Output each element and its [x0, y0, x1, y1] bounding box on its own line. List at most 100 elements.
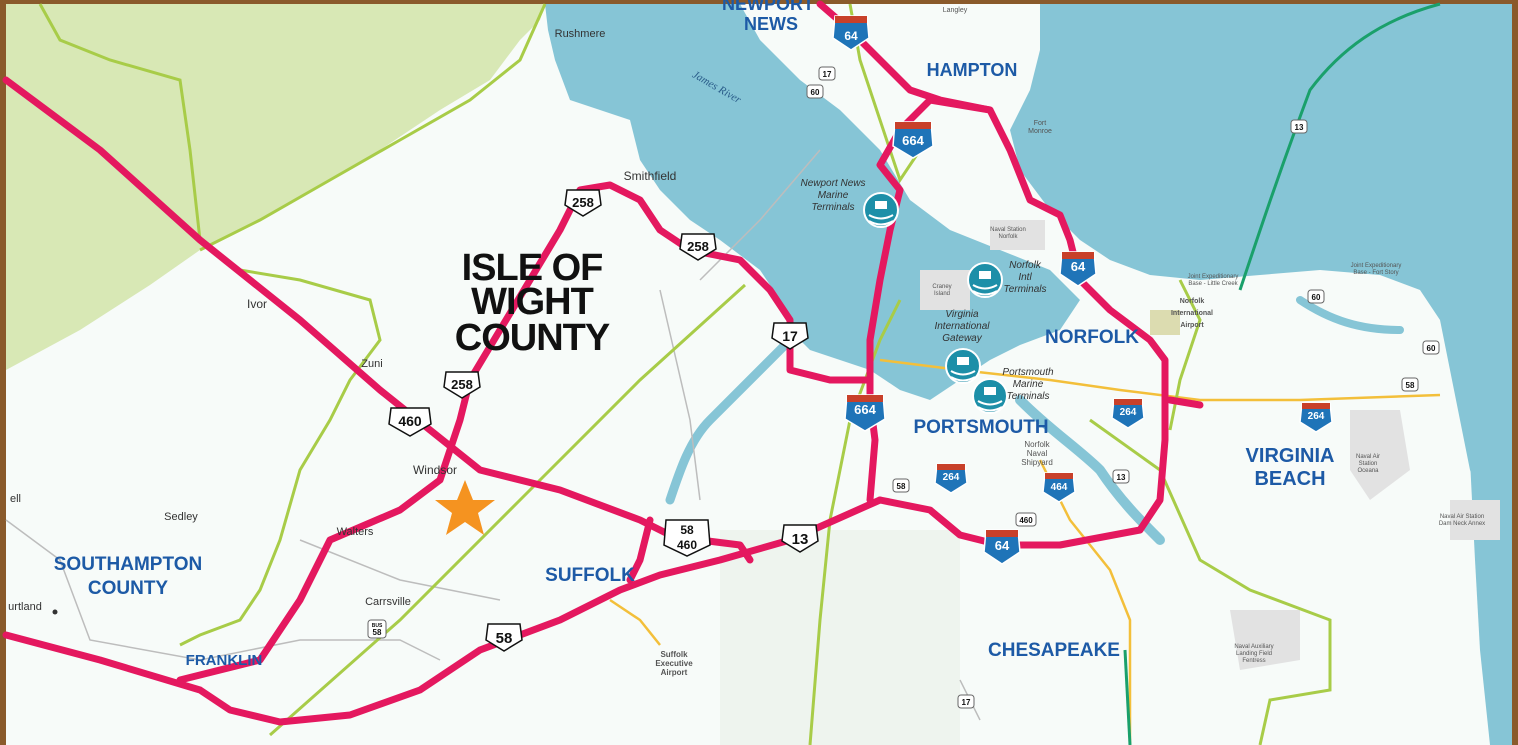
- oceana-area: [1350, 410, 1410, 500]
- svg-text:64: 64: [995, 538, 1010, 553]
- label-craney-1: Craney: [932, 284, 951, 290]
- interstate-shield-64-chesapeake: 64: [983, 529, 1021, 565]
- svg-text:258: 258: [451, 377, 473, 392]
- terminal-pmt-1: Portsmouth: [1002, 367, 1054, 378]
- sr-60-vb: 60: [1312, 293, 1321, 302]
- town-rushmere: Rushmere: [555, 28, 606, 40]
- naval-station-norfolk-area: [990, 220, 1045, 250]
- label-jeb-fort-story-2: Base - Fort Story: [1353, 270, 1398, 276]
- ship-icon: [945, 348, 981, 384]
- major-highways: [2, 0, 1204, 726]
- town-windsor: Windsor: [413, 463, 457, 477]
- svg-text:664: 664: [902, 133, 924, 148]
- label-landing-field-2: Landing Field: [1236, 651, 1272, 657]
- terminal-pmt-3: Terminals: [1007, 391, 1050, 402]
- norfolk-airport-area: [1150, 310, 1180, 335]
- sr-58-east: 58: [1406, 381, 1415, 390]
- town-walters: Walters: [337, 526, 374, 538]
- terminal-ni-2: Intl: [1018, 272, 1032, 283]
- label-norfolk-airport-3: Airport: [1180, 322, 1204, 329]
- svg-text:58: 58: [680, 523, 694, 537]
- terminal-nn-2: Marine: [818, 190, 849, 201]
- sr-60-north: 60: [811, 88, 820, 97]
- label-hampton: HAMPTON: [927, 60, 1018, 80]
- label-norfolk-airport-1: Norfolk: [1180, 298, 1205, 305]
- star-marker: [435, 480, 495, 535]
- minor-roads: [5, 149, 981, 721]
- tunnel-south: [1123, 649, 1132, 745]
- terminal-icon-norfolk-intl: [967, 262, 1003, 298]
- interstate-shield-64-norfolk: 64: [1059, 251, 1097, 287]
- chesapeake-bay-bridge-tunnel: [1238, 2, 1441, 291]
- ship-icon: [863, 192, 899, 228]
- svg-text:464: 464: [1051, 482, 1068, 493]
- terminal-icon-newport-news: [863, 192, 899, 228]
- interstate-shield-664-hampton: 664: [892, 121, 934, 159]
- county-title-line3: COUNTY: [455, 317, 610, 359]
- bus-58: 58: [373, 628, 382, 637]
- interstate-shield-664-portsmouth: 664: [844, 394, 886, 432]
- svg-text:258: 258: [572, 195, 594, 210]
- sr-13-bay: 13: [1295, 123, 1304, 132]
- label-newport-news-1: NEWPORT: [722, 0, 814, 14]
- label-shipyard-3: Shipyard: [1021, 458, 1053, 467]
- label-newport-news-2: NEWS: [744, 14, 798, 34]
- town-smithfield: Smithfield: [624, 169, 677, 183]
- label-craney-2: Island: [934, 291, 950, 297]
- label-dam-neck-2: Dam Neck Annex: [1439, 521, 1485, 527]
- label-naval-station-2: Norfolk: [998, 234, 1018, 240]
- label-suffolk-airport-3: Airport: [661, 668, 688, 677]
- state-route-markers: 17 60 13 60 60 58 58 13 460 17 BUS 58: [367, 66, 1440, 709]
- town-courtland: urtland: [8, 601, 42, 613]
- label-fort-monroe-1: Fort: [1034, 120, 1047, 127]
- svg-text:460: 460: [677, 538, 697, 552]
- green-area-northwest: [6, 4, 545, 370]
- interstate-shield-64-north: 64: [832, 15, 870, 51]
- label-shipyard-1: Norfolk: [1024, 440, 1050, 449]
- label-suffolk-airport-1: Suffolk: [660, 650, 688, 659]
- sr-17-north: 17: [823, 70, 832, 79]
- label-landing-field-1: Naval Auxiliary: [1234, 644, 1273, 650]
- terminal-labels: Newport News Marine Terminals Norfolk In…: [800, 178, 1054, 402]
- sr-460-chesapeake: 460: [1019, 516, 1033, 525]
- craney-island-area: [920, 270, 970, 310]
- dam-neck-area: [1450, 500, 1500, 540]
- label-suffolk: SUFFOLK: [545, 565, 635, 586]
- svg-text:17: 17: [782, 328, 798, 344]
- label-jeb-little-creek-1: Joint Expeditionary: [1188, 274, 1239, 280]
- interstate-shield-264-vb: 264: [1299, 402, 1333, 433]
- terminal-pmt-2: Marine: [1013, 379, 1044, 390]
- great-dismal-swamp-area: [720, 530, 960, 745]
- label-southampton-1: SOUTHAMPTON: [54, 554, 202, 575]
- label-landing-field-3: Fentress: [1242, 658, 1265, 664]
- label-fort-monroe-2: Monroe: [1028, 128, 1052, 135]
- svg-text:64: 64: [844, 29, 858, 43]
- town-edge-left: ell: [10, 493, 21, 505]
- us-shield-58-460: 58 460: [663, 519, 711, 557]
- svg-text:64: 64: [1071, 259, 1086, 274]
- fentress-area: [1230, 610, 1300, 670]
- label-virginia-beach-2: BEACH: [1254, 468, 1325, 490]
- us-shield-258-south: 258: [443, 371, 481, 399]
- label-dam-neck-1: Naval Air Station: [1440, 514, 1484, 520]
- svg-text:264: 264: [943, 472, 960, 483]
- us-shield-460: 460: [388, 407, 432, 437]
- elizabeth-river: [1015, 395, 1165, 545]
- terminal-icon-portsmouth: [972, 378, 1008, 414]
- us-shield-258-smithfield: 258: [564, 189, 602, 217]
- town-zuni: Zuni: [361, 358, 382, 370]
- sr-17-south: 17: [962, 698, 971, 707]
- nansemond-river: [665, 335, 795, 505]
- label-oceana-2: Station: [1359, 461, 1378, 467]
- us-shield-58: 58: [485, 623, 523, 652]
- label-norfolk: NORFOLK: [1045, 327, 1139, 348]
- terminal-nn-3: Terminals: [812, 202, 855, 213]
- label-oceana-1: Naval Air: [1356, 454, 1380, 460]
- label-virginia-beach-1: VIRGINIA: [1246, 445, 1335, 467]
- svg-text:258: 258: [687, 239, 709, 254]
- interstate-shield-264-norfolk: 264: [1111, 398, 1145, 429]
- label-chesapeake: CHESAPEAKE: [988, 640, 1120, 661]
- us-shield-17: 17: [771, 322, 809, 350]
- terminal-icon-vig: [945, 348, 981, 384]
- lynnhaven-inlet: [1296, 296, 1404, 334]
